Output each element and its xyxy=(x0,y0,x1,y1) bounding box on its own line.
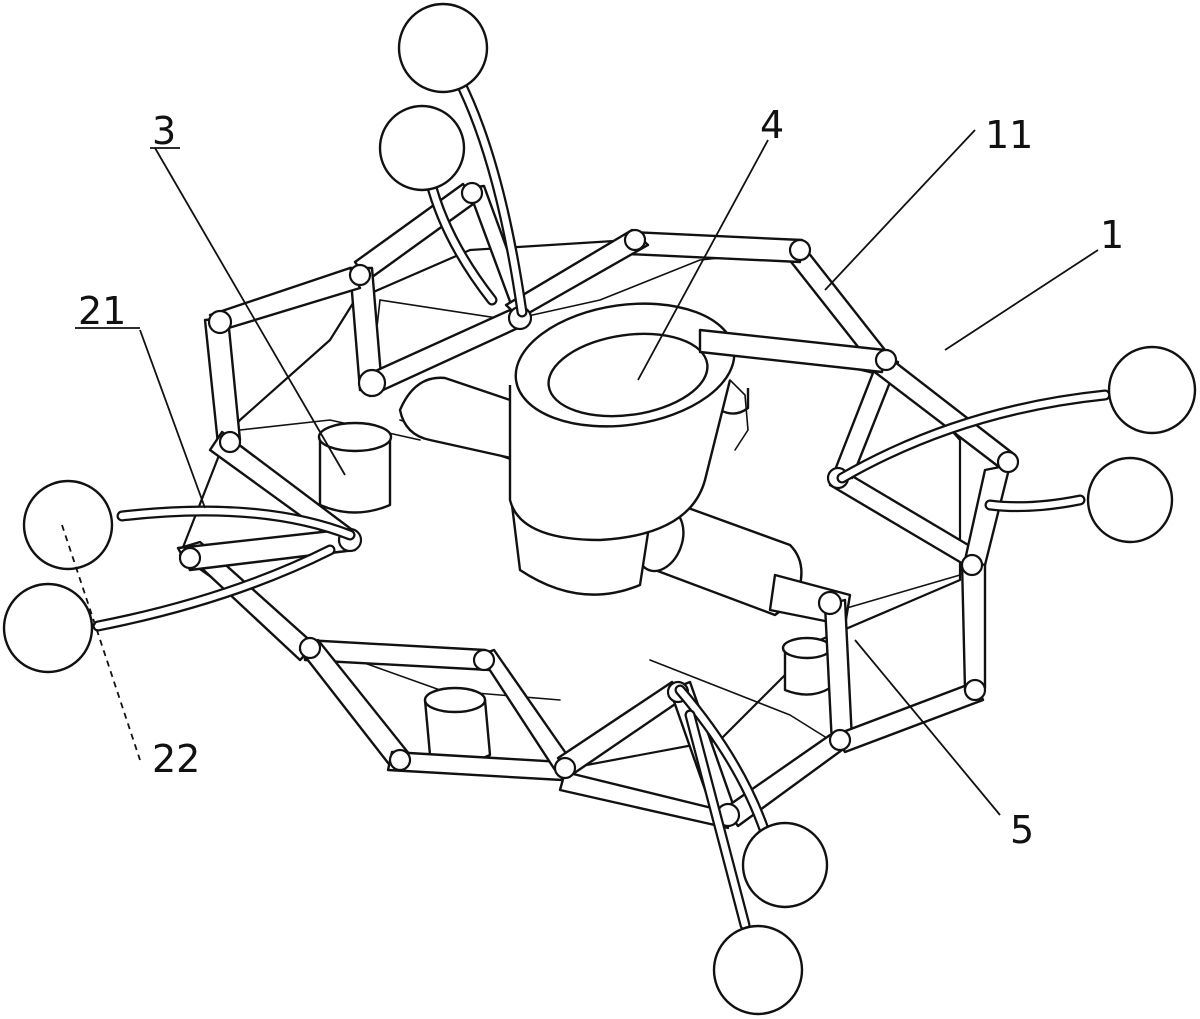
leader-lines xyxy=(61,129,1099,816)
hinge-pins xyxy=(178,181,1020,828)
label-22: 22 xyxy=(152,737,200,781)
label-1: 1 xyxy=(1100,213,1124,257)
linkage-ring xyxy=(176,182,1017,830)
flexible-tubes xyxy=(92,72,1111,931)
label-21: 21 xyxy=(78,289,126,333)
label-5: 5 xyxy=(1010,808,1034,852)
label-4: 4 xyxy=(760,103,784,147)
reference-numerals: 1 11 3 4 21 22 5 xyxy=(78,103,1124,852)
label-11: 11 xyxy=(985,113,1033,157)
label-3: 3 xyxy=(152,109,176,153)
central-hub xyxy=(398,302,852,627)
